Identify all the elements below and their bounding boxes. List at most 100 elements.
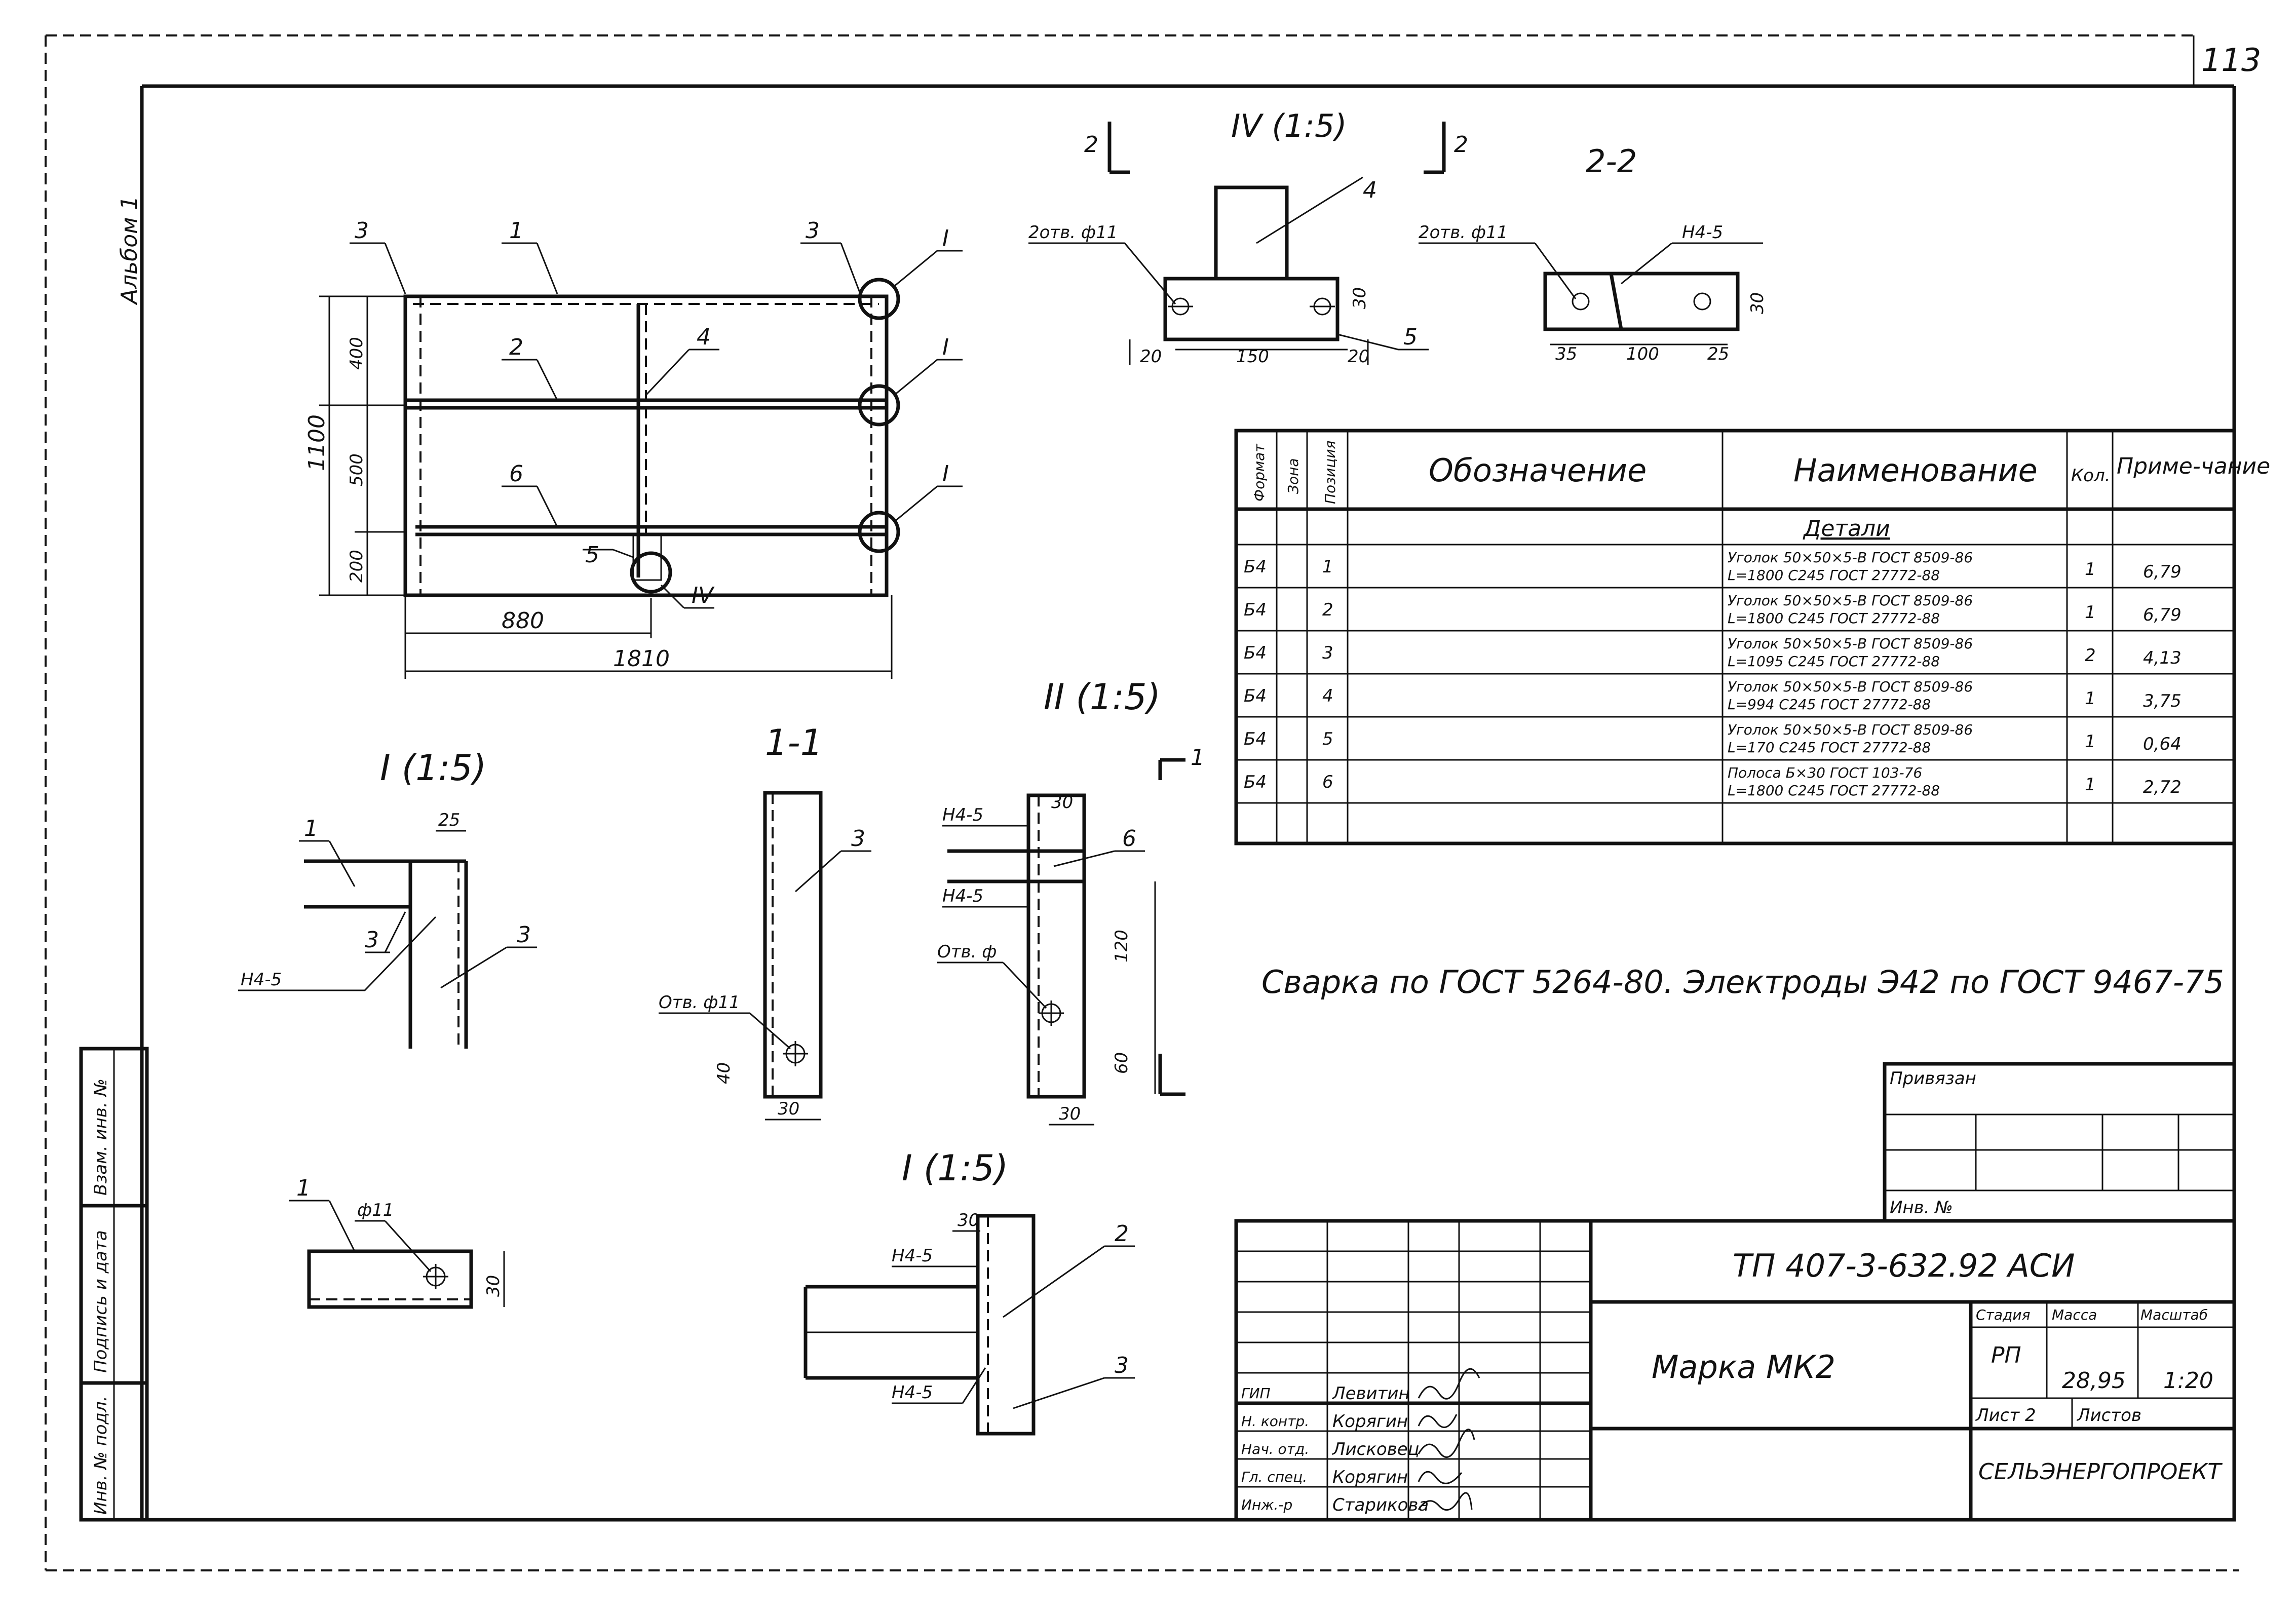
signature-mark-4 (1418, 1471, 1463, 1484)
spec-row-3-note: 4,13 (2143, 648, 2182, 668)
section-1-1: 1-1 Отв. ф11 3 30 40 (659, 722, 871, 1121)
spec-row-3-name1: Уголок 50×50×5-В ГОСТ 8509-86 (1728, 635, 1973, 652)
main-callout-3b: 3 (806, 218, 820, 244)
section-11-dim-h: 40 (714, 1062, 734, 1084)
spec-row-5-name1: Уголок 50×50×5-В ГОСТ 8509-86 (1728, 721, 1973, 738)
spec-table: Формат Зона Позиция Обозначение Наименов… (1234, 429, 2270, 845)
spec-row-1-name2: L=1800 С245 ГОСТ 27772-88 (1728, 567, 1940, 584)
detail-ii-dim-top: 30 (1051, 792, 1073, 813)
section-11-callout: 3 (851, 826, 865, 852)
side-stamp: Взам. инв. № Подпись и дата Инв. № подл. (79, 1047, 149, 1522)
detail-bl-hole: ф11 (357, 1200, 394, 1220)
detail-i-top-title: I (1:5) (380, 747, 486, 789)
detail-ii-callout: 6 (1122, 826, 1136, 852)
main-dim-200: 200 (347, 550, 367, 583)
view-22-dim-l: 35 (1555, 344, 1577, 364)
main-callout-2: 2 (509, 334, 523, 360)
view-22-holes: 2отв. ф11 (1419, 222, 1508, 243)
sig-name-5: Старикова (1332, 1495, 1429, 1515)
page-number: 113 (2201, 42, 2261, 79)
sig-name-2: Корягин (1332, 1411, 1408, 1432)
section-11-hole: Отв. ф11 (659, 992, 740, 1013)
sig-name-4: Корягин (1332, 1467, 1408, 1487)
sig-name-3: Лисковец (1331, 1439, 1420, 1459)
title-sheet: Лист 2 (1975, 1405, 2036, 1426)
spec-row-6-name1: Полоса Б×30 ГОСТ 103-76 (1728, 764, 1922, 781)
main-detail-ref-4: IV (692, 583, 715, 608)
detail-i-top-dim: 25 (438, 810, 460, 830)
view-22-weld: Н4-5 (1682, 222, 1723, 243)
detail-i-bottom-weld-a: Н4-5 (892, 1246, 933, 1266)
title-stage-label: Стадия (1976, 1306, 2030, 1323)
main-callout-4: 4 (697, 324, 711, 350)
spec-row: Б4 4 Уголок 50×50×5-В ГОСТ 8509-86 L=994… (1244, 678, 2182, 713)
view-iv: IV (1:5) 2 2 20 150 20 30 2отв. ф11 4 5 (1028, 107, 1468, 367)
spec-row-1-pos: 1 (1322, 557, 1333, 577)
spec-row-2-note: 6,79 (2143, 605, 2182, 625)
detail-i-bottom-callout-3: 3 (1115, 1353, 1129, 1378)
detail-i-bottom-title: I (1:5) (902, 1147, 1008, 1189)
spec-row-3-format: Б4 (1244, 643, 1267, 663)
signature-mark-5 (1418, 1492, 1473, 1511)
privyazan-label: Привязан (1890, 1068, 1976, 1089)
spec-row-1-name1: Уголок 50×50×5-В ГОСТ 8509-86 (1728, 549, 1973, 566)
main-dim-400: 400 (347, 337, 367, 370)
detail-ii-dim-h: 120 (1112, 930, 1132, 963)
spec-row-2-name2: L=1800 С245 ГОСТ 27772-88 (1728, 610, 1940, 627)
signature-mark-3 (1418, 1429, 1475, 1458)
title-name: Марка МК2 (1652, 1349, 1835, 1386)
spec-header-qty: Кол. (2071, 466, 2110, 486)
sig-role-5: Инж.-р (1241, 1496, 1292, 1513)
view-iv-holes: 2отв. ф11 (1028, 222, 1118, 243)
detail-ii-dim-w: 30 (1059, 1104, 1081, 1124)
title-org: СЕЛЬЭНЕРГОПРОЕКТ (1978, 1459, 2223, 1485)
spec-row-1-qty: 1 (2085, 559, 2096, 580)
welding-note: Сварка по ГОСТ 5264-80. Электроды Э42 по… (1261, 964, 2224, 1001)
main-dim-500: 500 (347, 453, 367, 486)
signature-row: ГИП Левитин (1241, 1368, 1480, 1404)
spec-row: Б4 5 Уголок 50×50×5-В ГОСТ 8509-86 L=170… (1244, 721, 2182, 756)
detail-bottom-left: 1 ф11 30 (289, 1175, 505, 1309)
spec-header-designation: Обозначение (1429, 452, 1647, 489)
detail-i-top-callout-3a: 3 (365, 927, 379, 953)
view-iv-dim-l: 20 (1140, 347, 1162, 367)
spec-header-zone: Зона (1285, 458, 1302, 494)
spec-row-3-pos: 3 (1322, 643, 1333, 663)
spec-row-6-name2: L=1800 С245 ГОСТ 27772-88 (1728, 782, 1940, 799)
spec-row-4-format: Б4 (1244, 686, 1267, 706)
title-code: ТП 407-3-632.92 АСИ (1733, 1247, 2075, 1284)
title-mass-label: Масса (2052, 1306, 2097, 1323)
view-iv-callout-5: 5 (1403, 324, 1418, 350)
signature-row: Нач. отд. Лисковец (1241, 1429, 1475, 1459)
side-stamp-inv-podl: Инв. № подл. (91, 1396, 111, 1515)
privyazan-block: Привязан Инв. № (1883, 1062, 2236, 1223)
spec-header-format: Формат (1251, 444, 1268, 502)
view-iv-cut-right: 2 (1454, 132, 1468, 158)
sig-role-4: Гл. спец. (1241, 1469, 1307, 1485)
sig-name-1: Левитин (1331, 1383, 1410, 1404)
detail-i-bottom: I (1:5) 30 2 3 Н4-5 Н4-5 (803, 1147, 1135, 1436)
detail-i-bottom-callout-2: 2 (1115, 1221, 1129, 1247)
spec-row-5-pos: 5 (1322, 729, 1333, 749)
spec-row-2-format: Б4 (1244, 600, 1267, 620)
spec-row-6-note: 2,72 (2143, 777, 2182, 797)
main-detail-ref-3: I (942, 461, 949, 487)
spec-row-4-note: 3,75 (2143, 691, 2182, 711)
signature-row: Н. контр. Корягин (1241, 1411, 1458, 1432)
detail-i-top-weld: Н4-5 (241, 970, 282, 990)
spec-row-4-name2: L=994 С245 ГОСТ 27772-88 (1728, 696, 1931, 713)
detail-i-top: I (1:5) 25 1 3 3 Н4-5 (238, 747, 537, 1049)
detail-bl-callout: 1 (296, 1175, 311, 1201)
sig-role-3: Нач. отд. (1241, 1441, 1309, 1457)
side-stamp-podpis: Подпись и дата (91, 1230, 111, 1373)
spec-row: Б4 1 Уголок 50×50×5-В ГОСТ 8509-86 L=180… (1244, 549, 2182, 584)
spec-row-1-note: 6,79 (2143, 562, 2182, 582)
view-iv-dim-r: 20 (1348, 347, 1369, 367)
title-stage: РП (1991, 1342, 2021, 1368)
main-callout-1: 1 (509, 218, 523, 244)
view-iv-cut-left: 2 (1084, 132, 1098, 158)
view-22-dim-m: 100 (1626, 344, 1659, 364)
detail-ii-weld-a: Н4-5 (942, 805, 983, 825)
spec-row-1-format: Б4 (1244, 557, 1267, 577)
